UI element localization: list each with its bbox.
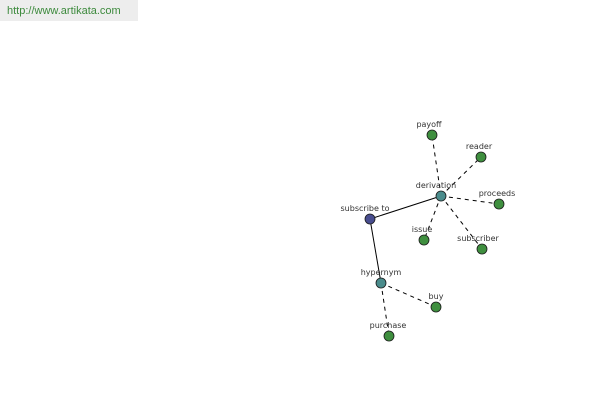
- node-label-buy: buy: [429, 292, 444, 301]
- node-hypernym[interactable]: [375, 277, 387, 289]
- node-label-root: subscribe to: [341, 204, 390, 213]
- node-label-issue: issue: [412, 225, 433, 234]
- node-label-reader: reader: [466, 142, 493, 151]
- edge-derivation-payoff: [431, 134, 442, 197]
- nodes-layer: [364, 129, 505, 342]
- node-proceeds[interactable]: [493, 198, 505, 210]
- node-buy[interactable]: [430, 301, 442, 313]
- node-label-derivation: derivation: [416, 181, 456, 190]
- edge-root-hypernym: [369, 218, 382, 284]
- edge-derivation-proceeds: [440, 195, 500, 205]
- edge-hypernym-buy: [380, 282, 437, 308]
- node-reader[interactable]: [475, 151, 487, 163]
- node-derivation[interactable]: [435, 190, 447, 202]
- url-bar: http://www.artikata.com: [0, 0, 138, 21]
- node-payoff[interactable]: [426, 129, 438, 141]
- labels-layer: subscribe to derivation hypernym payoff read…: [341, 120, 516, 330]
- edge-derivation-subscriber: [440, 195, 483, 250]
- edge-hypernym-purchase: [380, 282, 390, 337]
- node-purchase[interactable]: [383, 330, 395, 342]
- site-url-link[interactable]: http://www.artikata.com: [7, 4, 121, 17]
- node-label-purchase: purchase: [370, 321, 407, 330]
- node-label-payoff: payoff: [416, 120, 442, 129]
- node-issue[interactable]: [418, 234, 430, 246]
- edge-derivation-reader: [440, 156, 482, 197]
- node-label-proceeds: proceeds: [479, 189, 516, 198]
- node-label-subscriber: subscriber: [457, 234, 499, 243]
- edge-root-derivation: [369, 195, 442, 220]
- node-root[interactable]: [364, 213, 376, 225]
- node-subscriber[interactable]: [476, 243, 488, 255]
- edges-layer: [369, 134, 500, 337]
- node-label-hypernym: hypernym: [361, 268, 402, 277]
